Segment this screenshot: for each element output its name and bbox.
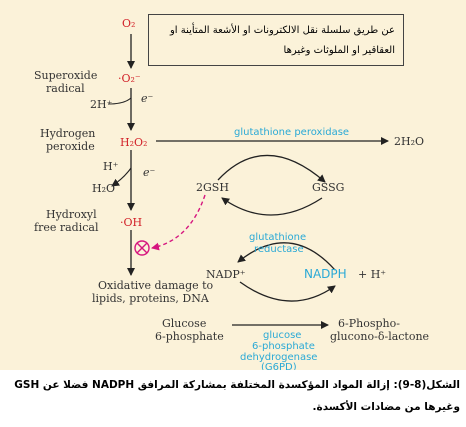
gssg-label: GSSG: [312, 181, 344, 194]
nadph-suffix: + H⁺: [358, 268, 386, 281]
superoxide-label-line1: Superoxide: [34, 69, 97, 82]
glucose-line1: Glucose: [162, 317, 206, 330]
step2-electron: e⁻: [143, 166, 156, 179]
hydroxyl-label-line2: free radical: [34, 221, 99, 234]
nadph-cycle-lower-arc: [239, 281, 336, 302]
step1-electron: e⁻: [141, 92, 154, 105]
figure-caption: الشكل(8-9): إزالة المواد المؤكسدة المختل…: [14, 379, 460, 413]
inhibition-dashed-arrow: [151, 194, 206, 251]
glutathione-cycle-upper-arc: [217, 154, 326, 183]
glutathione-reductase-line2: reductase: [254, 244, 304, 255]
hydroxyl-formula: ·OH: [120, 216, 142, 229]
nadp-label: NADP⁺: [206, 268, 246, 281]
antioxidant-pathway-diagram: O₂ Superoxide radical ·O₂⁻ 2H⁺ e⁻ Hydrog…: [34, 17, 429, 370]
damage-line1: Oxidative damage to: [98, 279, 214, 292]
gsh-label: 2GSH: [196, 181, 229, 194]
glutathione-cycle-lower-arc: [221, 197, 323, 216]
superoxide-formula: ·O₂⁻: [118, 72, 141, 85]
hydrogen-peroxide-formula: H₂O₂: [120, 136, 147, 149]
o2-label: O₂: [122, 17, 135, 30]
step1-cofactor: 2H⁺: [90, 98, 113, 111]
g6pd-line4: (G6PD): [261, 362, 297, 370]
hydrogen-peroxide-label-line1: Hydrogen: [40, 127, 95, 140]
superoxide-label-line2: radical: [46, 82, 85, 95]
phospho-product-line2: glucono-δ-lactone: [330, 330, 429, 343]
step2-product: H₂O: [92, 182, 115, 195]
cofactor-curve-step2: [111, 167, 132, 187]
glutathione-peroxidase-label: glutathione peroxidase: [234, 127, 349, 138]
g6pd-line2: 6-phosphate: [252, 341, 315, 352]
g6pd-line1: glucose: [263, 330, 301, 341]
source-note-box: عن طريق سلسلة نقل الالكترونات او الأشعة …: [148, 14, 404, 66]
water-product-label: 2H₂O: [394, 135, 424, 148]
g6pd-line3: dehydrogenase: [240, 352, 317, 363]
glucose-line2: 6-phosphate: [155, 330, 224, 343]
inhibit-symbol: [134, 240, 150, 256]
step2-cofactor: H⁺: [103, 160, 119, 173]
phospho-product-line1: 6-Phospho-: [338, 317, 400, 330]
hydroxyl-label-line1: Hydroxyl: [46, 208, 97, 221]
nadph-cycle-upper-arc: [237, 242, 336, 271]
hydrogen-peroxide-label-line2: peroxide: [46, 140, 95, 153]
damage-line2: lipids, proteins, DNA: [92, 292, 210, 305]
nadph-label: NADPH: [304, 267, 347, 281]
glutathione-reductase-line1: glutathione: [249, 232, 306, 243]
cofactor-curve-step1: [107, 97, 132, 105]
